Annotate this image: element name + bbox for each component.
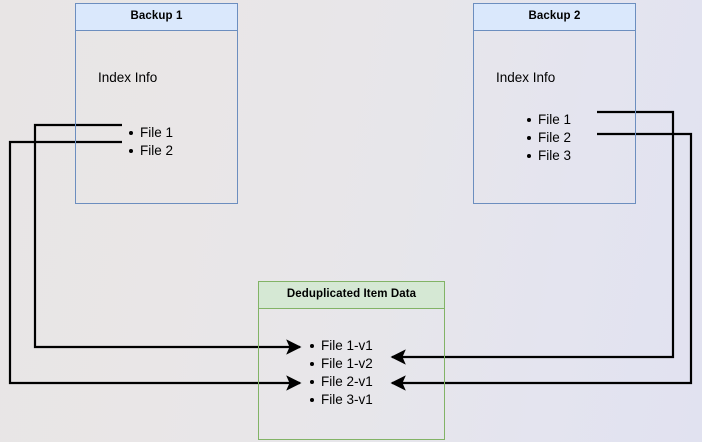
node-deduplicated-item-data-body: File 1-v1 File 1-v2 File 2-v1 File 3-v1 [259,309,444,440]
node-backup-2-header: Backup 2 [474,4,635,31]
backup-1-index-info-label: Index Info [98,69,158,85]
node-backup-1-header: Backup 1 [76,4,237,31]
node-backup-2-body: Index Info File 1 File 2 File 3 [474,31,635,204]
bullet-icon [129,130,133,135]
bullet-icon [527,135,531,140]
node-deduplicated-item-data-header: Deduplicated Item Data [259,282,444,309]
bullet-icon [310,379,314,384]
bullet-icon [310,361,314,366]
bullet-icon [310,343,314,348]
bullet-icon [310,397,314,402]
list-item: File 1 [527,111,571,129]
backup-2-index-info-label: Index Info [496,69,556,85]
list-item: File 1-v2 [310,355,373,373]
edge-backup2-file2-to-file2v1 [390,132,693,391]
node-backup-1[interactable]: Backup 1 Index Info File 1 File 2 [75,3,238,204]
edge-backup1-file2-to-file2v1 [8,140,302,391]
node-backup-2[interactable]: Backup 2 Index Info File 1 File 2 File 3 [473,3,636,204]
list-item: File 3 [527,147,571,165]
list-item: File 2 [527,129,571,147]
backup-1-file-list: File 1 File 2 [126,124,173,160]
node-deduplicated-item-data[interactable]: Deduplicated Item Data File 1-v1 File 1-… [258,281,445,440]
list-item: File 1 [129,124,173,142]
bullet-icon [129,148,133,153]
list-item: File 1-v1 [310,337,373,355]
list-item: File 2 [129,142,173,160]
backup-2-file-list: File 1 File 2 File 3 [524,111,571,165]
list-item: File 3-v1 [310,391,373,409]
list-item: File 2-v1 [310,373,373,391]
edge-backup1-file1-to-file1v1 [33,123,302,355]
dedup-file-list: File 1-v1 File 1-v2 File 2-v1 File 3-v1 [307,337,373,409]
bullet-icon [527,153,531,158]
bullet-icon [527,117,531,122]
node-backup-1-body: Index Info File 1 File 2 [76,31,237,204]
